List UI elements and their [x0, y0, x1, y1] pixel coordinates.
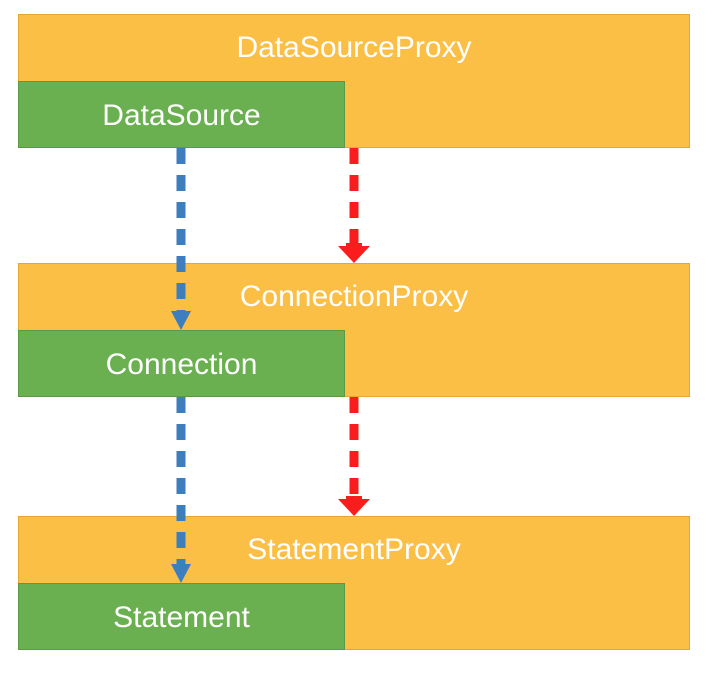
datasource-inner-box[interactable]: DataSource — [18, 81, 345, 148]
statement-inner-label: Statement — [113, 601, 250, 634]
connection-inner-box[interactable]: Connection — [18, 330, 345, 397]
datasource-proxy-label: DataSourceProxy — [236, 31, 472, 64]
datasource-inner-label: DataSource — [102, 99, 261, 132]
red-arrow-datasourceproxy-to-connectionproxy — [338, 148, 370, 263]
statement-proxy-label: StatementProxy — [247, 533, 461, 566]
connection-proxy-label: ConnectionProxy — [239, 280, 469, 313]
red-arrowhead-icon-1 — [338, 243, 370, 263]
red-arrowhead-icon-2 — [338, 496, 370, 516]
statement-inner-box[interactable]: Statement — [18, 583, 345, 650]
red-arrow-connectionproxy-to-statementproxy — [338, 397, 370, 516]
connection-inner-label: Connection — [105, 348, 258, 381]
